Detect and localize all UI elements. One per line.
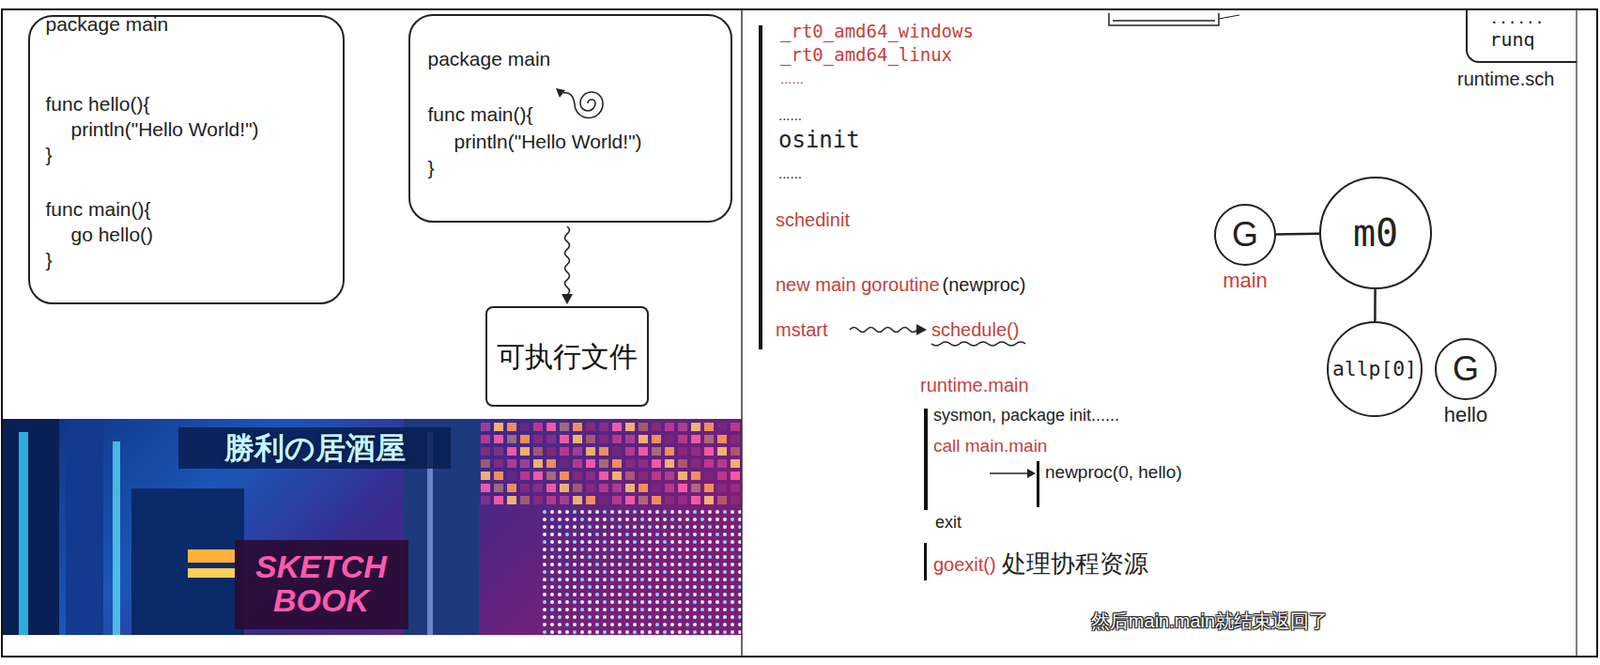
- neon-sign: 勝利の居酒屋: [224, 430, 406, 466]
- neon-photo: [2, 418, 742, 635]
- machine-circle: m0: [1319, 176, 1432, 290]
- goroutine-circle: Ghello: [1434, 338, 1497, 400]
- runq-box: ......runq: [1465, 10, 1577, 63]
- link-line: [1374, 289, 1376, 322]
- code-line: func hello(){: [46, 92, 151, 116]
- node-caption: main: [1222, 267, 1268, 293]
- step-label: goexit(): [933, 553, 997, 576]
- link-line: [1276, 232, 1320, 236]
- node-label: 可执行文件: [496, 339, 638, 374]
- ellipsis: ......: [780, 70, 804, 88]
- goroutine-circle: Gmain: [1214, 203, 1277, 266]
- step-label: schedinit: [775, 208, 850, 231]
- code-line: ......: [1490, 9, 1545, 28]
- step-note: 处理协程资源: [1001, 549, 1149, 579]
- wavy-arrow: [561, 226, 573, 305]
- step-note: newproc(0, hello): [1045, 461, 1183, 484]
- node-label: G: [1231, 214, 1259, 255]
- code-line: }: [46, 142, 53, 167]
- step-label: new main goroutine: [775, 273, 940, 296]
- wavy-line: [565, 226, 570, 295]
- step-label: mstart: [775, 318, 829, 341]
- code-line: runq: [1490, 28, 1536, 51]
- code-line: }: [428, 155, 435, 180]
- step-label: call main.main: [933, 435, 1047, 458]
- entry-symbol: _rt0_amd64_windows: [780, 20, 974, 43]
- neon-sign: SKETCH BOOK: [239, 550, 404, 617]
- step-label: schedule(): [931, 318, 1019, 341]
- step-note: (newproc): [942, 273, 1027, 296]
- code-box: package main func hello(){println("Hello …: [28, 15, 345, 305]
- entry-symbol: _rt0_amd64_linux: [780, 44, 953, 66]
- code-line: package main: [46, 12, 170, 36]
- processor-circle: allp[0]: [1326, 321, 1423, 417]
- code-line: }: [46, 247, 53, 272]
- arrow-head: [561, 293, 573, 305]
- code-line: go hello(): [71, 222, 154, 247]
- code-line: func main(){: [46, 197, 152, 221]
- code-box: package main func main(){ println("Hello W…: [408, 14, 733, 223]
- step-label: osinit: [778, 126, 861, 154]
- output-box: 可执行文件: [485, 306, 649, 407]
- node-label: m0: [1353, 210, 1399, 256]
- node-caption: hello: [1444, 401, 1488, 427]
- step-note: sysmon, package init......: [933, 405, 1120, 427]
- ellipsis: ......: [778, 107, 802, 124]
- node-label: G: [1452, 348, 1479, 389]
- code-line: func main(){: [428, 102, 534, 126]
- link-line: [1373, 289, 1377, 322]
- struct-name: runtime.sch: [1457, 67, 1554, 91]
- code-line: package main: [428, 46, 552, 71]
- step-note: exit: [935, 512, 962, 534]
- link-line: [1276, 232, 1320, 235]
- subtitle: 然后main.main就结束返回了: [1091, 609, 1328, 632]
- node-label: allp[0]: [1332, 356, 1417, 382]
- step-label: runtime.main: [920, 373, 1030, 397]
- code-line: println("Hello World!"): [454, 129, 643, 154]
- ellipsis: ......: [778, 165, 802, 183]
- code-line: println("Hello World!"): [71, 117, 260, 141]
